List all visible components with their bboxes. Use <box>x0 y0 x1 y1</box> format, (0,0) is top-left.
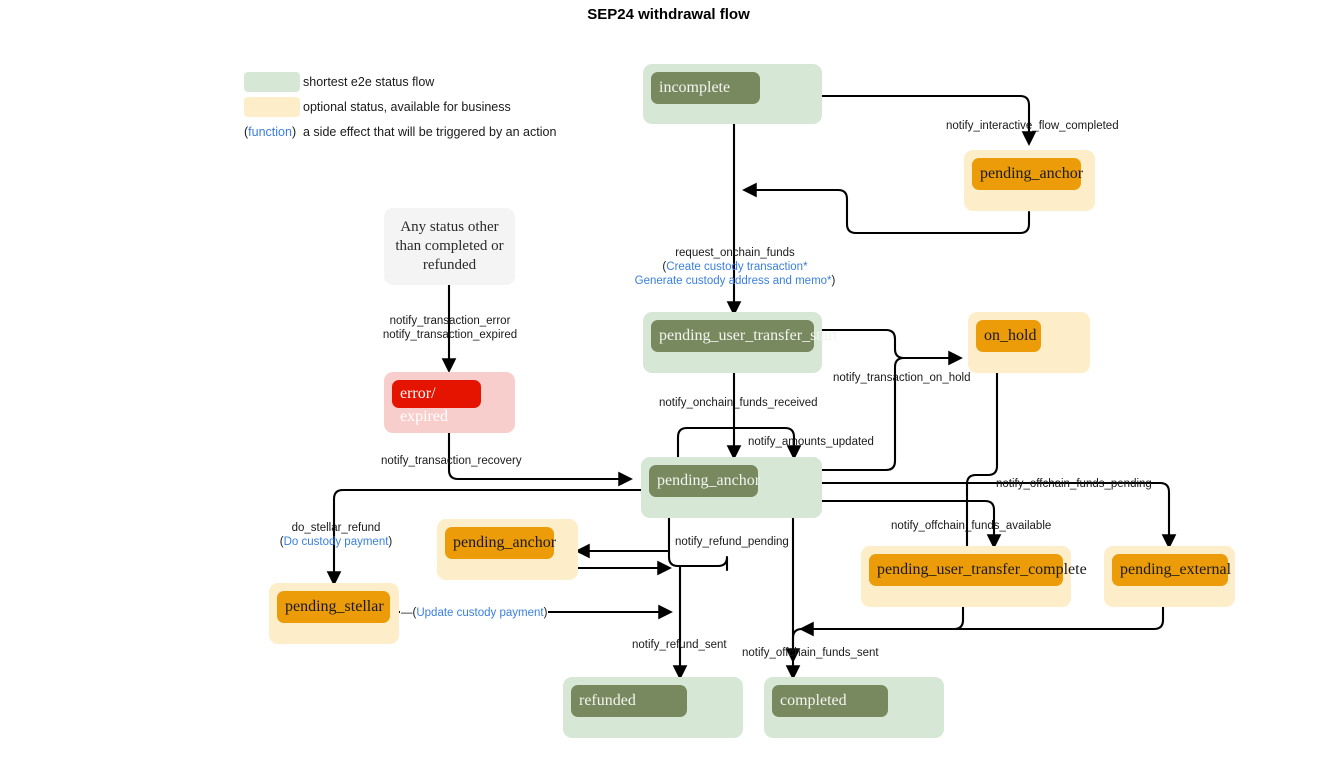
node-error-expired-label2: expired <box>400 408 448 425</box>
node-any-status-line2: than completed or <box>395 238 504 255</box>
node-pending-external-label: pending_external <box>1112 554 1231 586</box>
edge-label-do-stellar-refund-fn-row: (Do custody payment) <box>280 535 393 549</box>
legend-label-green: shortest e2e status flow <box>303 75 435 89</box>
paren-close-1: ) <box>831 275 836 288</box>
edge-label-notify-transaction-error-expired: notify_transaction_error notify_transact… <box>383 314 517 342</box>
node-pending-anchor-center-label: pending_anchor <box>649 465 760 497</box>
edge-label-notify-refund-sent: notify_refund_sent <box>632 639 727 651</box>
edge-label-do-stellar-refund-title: do_stellar_refund <box>291 522 381 534</box>
legend-function-keyword: function <box>248 125 292 139</box>
edge-label-notify-amounts-updated: notify_amounts_updated <box>748 436 874 448</box>
edge-incomplete-to-pending-anchor-top <box>820 94 1037 146</box>
edge-label-notify-transaction-error: notify_transaction_error <box>389 315 511 327</box>
paren-open-2: ( <box>279 536 284 549</box>
node-error-expired[interactable]: error/ expired <box>384 372 515 433</box>
edge-label-request-onchain-funds-title: request_onchain_funds <box>675 247 795 259</box>
node-pending-stellar-label: pending_stellar <box>277 591 390 623</box>
update-custody-dash: —( <box>401 607 417 619</box>
edge-label-notify-refund-pending: notify_refund_pending <box>675 536 789 548</box>
edge-label-request-onchain-funds-fn2: Generate custody address and memo* <box>634 275 832 288</box>
edge-label-request-onchain-funds: request_onchain_funds (Create custody tr… <box>635 246 836 288</box>
legend-swatch-green <box>244 72 300 92</box>
node-error-expired-label: error/ <box>392 380 481 408</box>
page-title: SEP24 withdrawal flow <box>587 6 750 23</box>
edge-label-request-onchain-funds-fn1: Create custody transaction* <box>666 261 808 274</box>
node-pending-anchor-center[interactable]: pending_anchor <box>641 457 822 518</box>
edge-on-hold-down <box>965 362 999 548</box>
node-pending-user-transfer-start-label: pending_user_transfer_start <box>651 320 838 352</box>
edge-label-notify-offchain-funds-sent: notify_offchain_funds_sent <box>742 647 879 659</box>
node-pending-external[interactable]: pending_external <box>1104 546 1235 607</box>
edge-label-update-custody-payment: —(Update custody payment) <box>400 606 549 621</box>
legend-function-note: (function) <box>244 125 296 139</box>
node-incomplete[interactable]: incomplete <box>643 64 822 124</box>
node-refunded[interactable]: refunded <box>563 677 743 738</box>
edge-label-notify-offchain-funds-available: notify_offchain_funds_available <box>891 520 1052 532</box>
edge-pending-anchor-to-pending-user-transfer-complete <box>820 499 1002 549</box>
edge-label-do-stellar-refund: do_stellar_refund (Do custody payment) <box>280 521 393 549</box>
edge-pending-anchor-self-loop <box>676 426 802 470</box>
node-completed[interactable]: completed <box>764 677 944 738</box>
edge-pending-external-to-completed <box>799 602 1165 637</box>
edge-label-notify-interactive-flow-completed: notify_interactive_flow_completed <box>946 120 1119 132</box>
node-any-status-line3: refunded <box>422 256 477 273</box>
legend-swatch-orange <box>244 97 300 117</box>
edge-pending-anchor-to-on-hold <box>820 356 960 472</box>
node-refunded-label: refunded <box>571 685 687 717</box>
node-any-status-line1: Any status other <box>400 219 499 236</box>
node-pending-user-transfer-start[interactable]: pending_user_transfer_start <box>643 312 838 373</box>
node-incomplete-label: incomplete <box>651 72 760 104</box>
node-pending-user-transfer-complete[interactable]: pending_user_transfer_complete <box>861 546 1087 607</box>
edge-label-notify-transaction-on-hold: notify_transaction_on_hold <box>833 372 971 384</box>
edge-label-request-onchain-funds-fn1-row: (Create custody transaction* <box>635 260 836 274</box>
edge-label-do-stellar-refund-fn: Do custody payment <box>283 536 389 549</box>
paren-open-1: ( <box>662 261 667 274</box>
legend-function-text: a side effect that will be triggered by … <box>303 125 557 139</box>
node-on-hold-label: on_hold <box>976 320 1041 352</box>
edge-error-to-pending-anchor-center <box>447 431 633 487</box>
edge-pending-anchor-to-pending-stellar <box>326 488 643 586</box>
edge-label-notify-onchain-funds-received: notify_onchain_funds_received <box>659 397 818 409</box>
edge-pending-anchor-to-pending-external <box>820 481 1177 549</box>
edge-pending-anchor-top-return <box>742 182 1031 235</box>
node-pending-anchor-refund[interactable]: pending_anchor <box>437 519 578 580</box>
node-any-status: Any status other than completed or refun… <box>384 208 515 285</box>
edge-pending-user-transfer-start-to-on-hold <box>820 328 963 366</box>
legend-paren-open: ( <box>244 125 249 139</box>
legend-label-orange: optional status, available for business <box>303 100 511 114</box>
edge-label-update-custody-payment-fn: Update custody payment <box>416 607 544 619</box>
node-pending-user-transfer-complete-label: pending_user_transfer_complete <box>869 554 1087 586</box>
edge-label-request-onchain-funds-fn2-row: Generate custody address and memo*) <box>635 274 836 288</box>
edge-pending-anchor-refund-branch <box>667 511 729 572</box>
update-custody-close: ) <box>543 607 548 619</box>
edge-label-notify-transaction-expired: notify_transaction_expired <box>382 329 518 342</box>
node-on-hold[interactable]: on_hold <box>968 312 1090 373</box>
legend-paren-close: ) <box>291 125 297 139</box>
edge-label-notify-transaction-recovery: notify_transaction_recovery <box>381 455 522 467</box>
node-pending-anchor-refund-label: pending_anchor <box>445 527 556 559</box>
edge-label-notify-offchain-funds-pending: notify_offchain_funds_pending <box>996 478 1152 490</box>
node-pending-stellar[interactable]: pending_stellar <box>269 583 399 644</box>
node-completed-label: completed <box>772 685 888 717</box>
node-pending-anchor-top[interactable]: pending_anchor <box>964 150 1095 211</box>
paren-close-2: ) <box>388 536 393 549</box>
node-pending-anchor-top-label: pending_anchor <box>972 158 1083 190</box>
